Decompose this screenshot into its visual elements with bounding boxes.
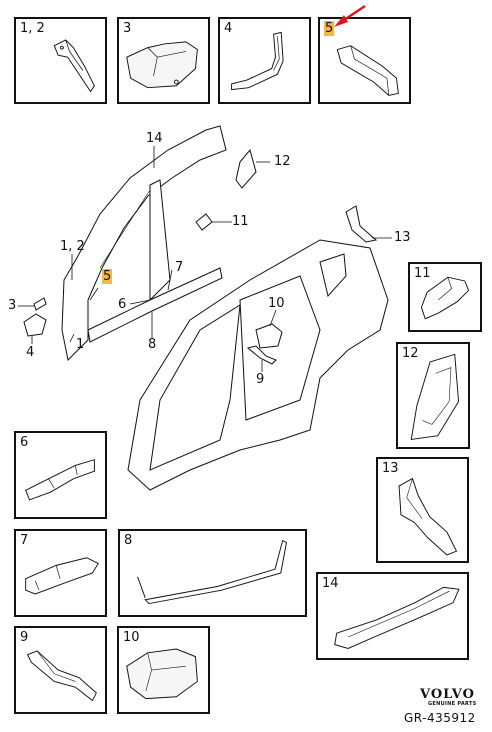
volvo-logo: VOLVO	[420, 687, 475, 702]
callout-1: 1	[76, 337, 85, 352]
part-9-drawing	[26, 650, 97, 702]
highlighted-callout-5: 5	[102, 269, 113, 284]
part-box-6: 6	[14, 431, 107, 519]
part-label: 8	[124, 533, 133, 548]
callout-4: 4	[26, 345, 35, 360]
callout-12: 12	[274, 154, 291, 169]
part-label: 14	[322, 576, 339, 591]
part-box-1-2: 1, 2	[14, 17, 107, 104]
part-box-8: 8	[118, 529, 307, 617]
part-label: 1, 2	[20, 21, 45, 36]
part-label: 6	[20, 435, 29, 450]
part-box-9: 9	[14, 626, 107, 714]
body-side-outer-panel	[127, 239, 389, 491]
part-box-11: 11	[408, 262, 482, 332]
part-1-2-drawing	[53, 39, 95, 93]
red-arrow-icon	[334, 4, 366, 27]
part-7-drawing	[25, 557, 99, 595]
part-9-loose	[246, 345, 277, 365]
part-10-drawing	[126, 648, 198, 700]
part-11-loose	[195, 213, 213, 231]
callout-5: 5	[102, 269, 113, 284]
part-10-loose	[255, 323, 283, 349]
part-3-drawing	[126, 41, 198, 89]
part-13-drawing	[398, 477, 458, 556]
part-box-10: 10	[117, 626, 210, 714]
callout-9: 9	[256, 372, 265, 387]
leader-lines	[18, 146, 392, 372]
part-label: 11	[414, 266, 431, 281]
callout-13: 13	[394, 230, 411, 245]
part-box-13: 13	[376, 457, 469, 563]
part-box-3: 3	[117, 17, 210, 104]
part-label: 5	[324, 21, 335, 36]
part-4-drawing	[231, 31, 284, 91]
part-box-7: 7	[14, 529, 107, 617]
part-6-drawing	[25, 459, 95, 501]
part-4-loose	[23, 313, 47, 337]
a-pillar-inner-assembly	[61, 125, 227, 362]
callout-6: 6	[118, 297, 127, 312]
callout-8: 8	[148, 337, 157, 352]
callout-3: 3	[8, 298, 17, 313]
part-label: 13	[382, 461, 399, 476]
part-14-drawing	[334, 586, 460, 649]
callout-11: 11	[232, 214, 249, 229]
part-12-drawing	[410, 353, 460, 441]
part-11-drawing	[420, 276, 470, 320]
part-label: 7	[20, 533, 29, 548]
part-label: 3	[123, 21, 132, 36]
callout-7: 7	[175, 260, 184, 275]
part-12-loose	[235, 148, 257, 189]
part-box-4: 4	[218, 17, 311, 104]
part-8-drawing	[137, 539, 288, 605]
part-label: 10	[123, 630, 140, 645]
part-13-loose	[345, 205, 378, 243]
part-box-12: 12	[396, 342, 470, 449]
highlighted-part-label: 5	[324, 21, 335, 36]
part-5-drawing	[336, 45, 399, 96]
part-label: 4	[224, 21, 233, 36]
callout-14: 14	[146, 131, 163, 146]
genuine-parts-label: GENUINE PARTS	[428, 701, 477, 707]
reference-number: GR-435912	[404, 711, 476, 725]
part-label: 9	[20, 630, 29, 645]
part-box-5: 5	[318, 17, 411, 104]
part-box-14: 14	[316, 572, 469, 660]
callout-10: 10	[268, 296, 285, 311]
callout-1-2: 1, 2	[60, 239, 85, 254]
part-3-loose	[33, 297, 47, 311]
part-label: 12	[402, 346, 419, 361]
